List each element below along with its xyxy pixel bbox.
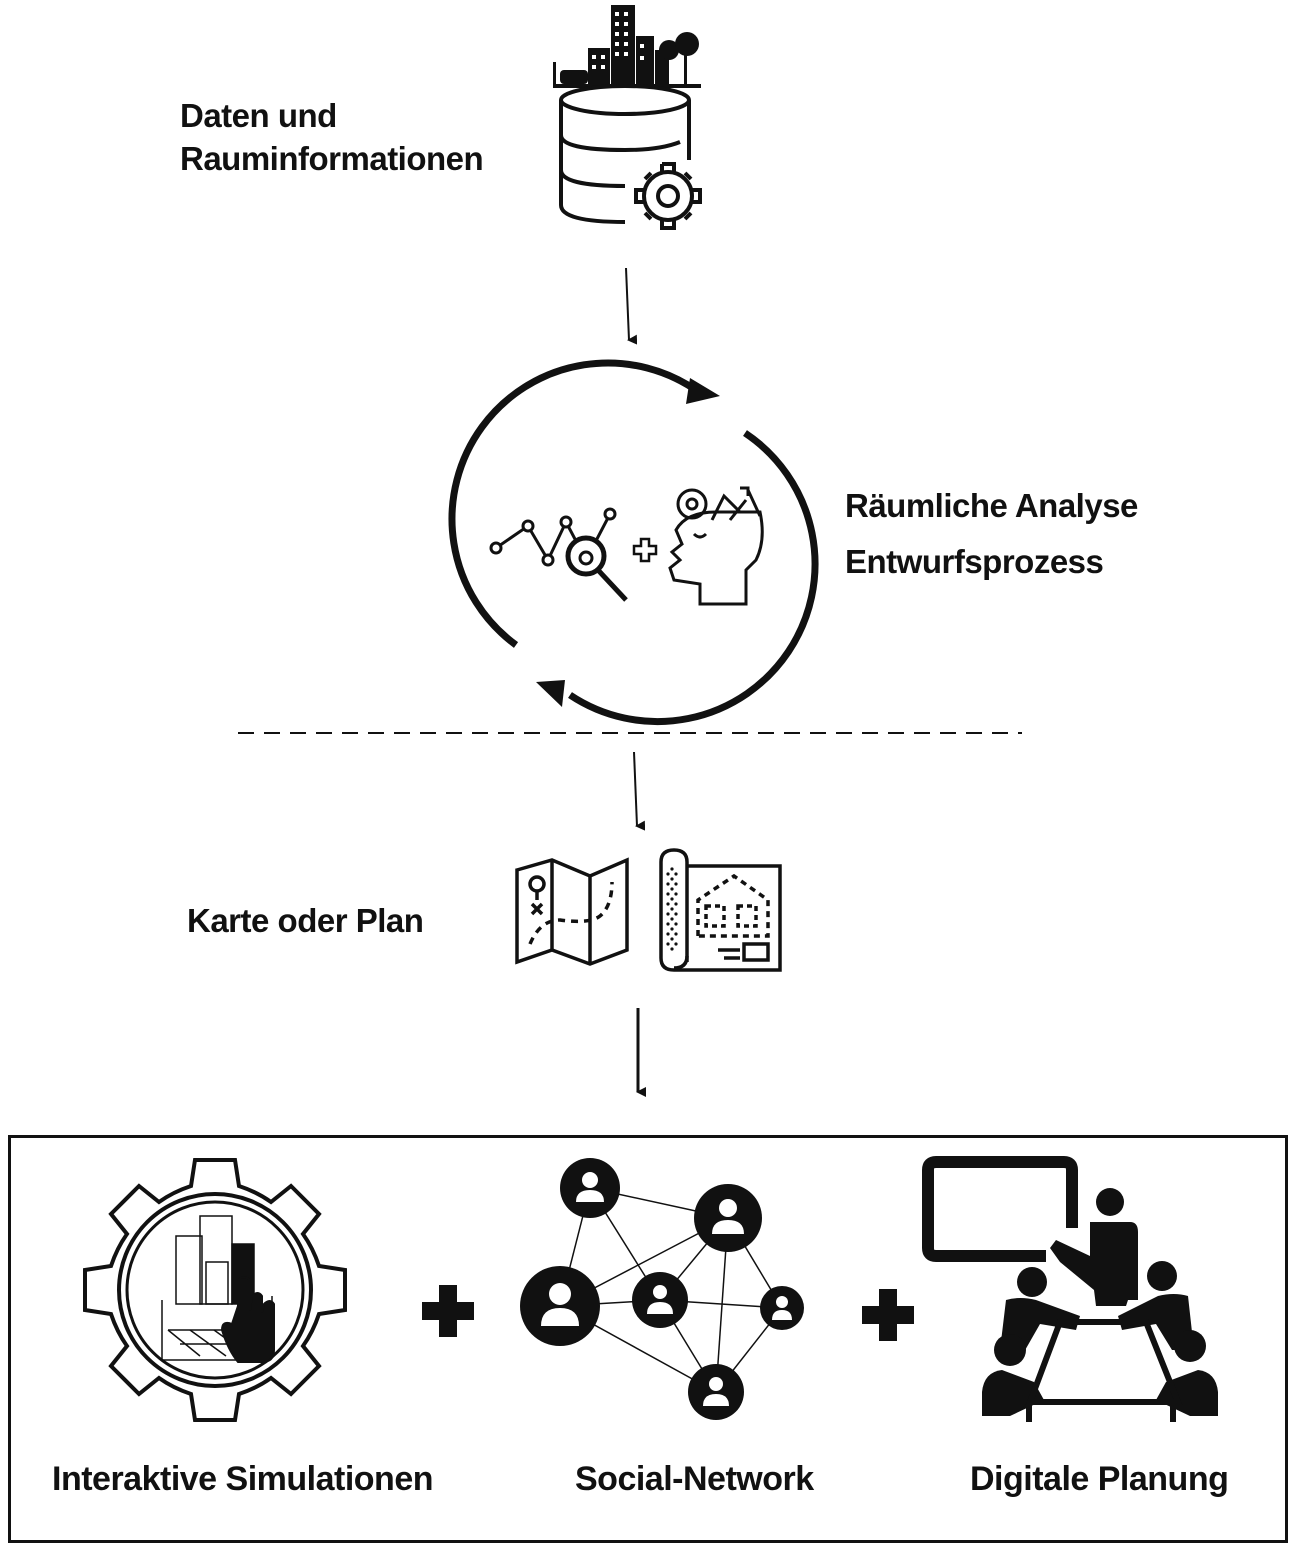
- arrow-data-to-analysis: [625, 267, 638, 345]
- simulation-label: Interaktive Simulationen: [52, 1460, 434, 1498]
- meeting-presentation-icon: [922, 1156, 1218, 1422]
- simulation-gear-icon: [83, 1158, 347, 1422]
- digital-planning-label: Digitale Planung: [970, 1460, 1229, 1498]
- blueprint-plan-icon: [659, 848, 782, 972]
- plus-icon-1: [422, 1285, 474, 1337]
- folded-map-icon: [515, 857, 629, 966]
- data-label-line2: Rauminformationen: [180, 139, 484, 177]
- database-city-gear-icon: [553, 5, 702, 230]
- analysis-label: Räumliche Analyse Entwurfsprozess: [845, 478, 1138, 590]
- analysis-design-cycle-icon: [448, 359, 819, 726]
- outputs-box: [8, 1135, 1288, 1543]
- data-label-line1: Daten und: [180, 97, 337, 134]
- analysis-label-line2: Entwurfsprozess: [845, 543, 1104, 580]
- data-label: Daten und Rauminformationen: [180, 95, 484, 181]
- arrow-analysis-to-map: [633, 751, 646, 831]
- social-network-label: Social-Network: [575, 1460, 814, 1498]
- analysis-label-line1: Räumliche Analyse: [845, 487, 1138, 524]
- plus-icon-2: [862, 1289, 914, 1341]
- map-label: Karte oder Plan: [187, 902, 424, 939]
- social-network-icon: [520, 1158, 804, 1420]
